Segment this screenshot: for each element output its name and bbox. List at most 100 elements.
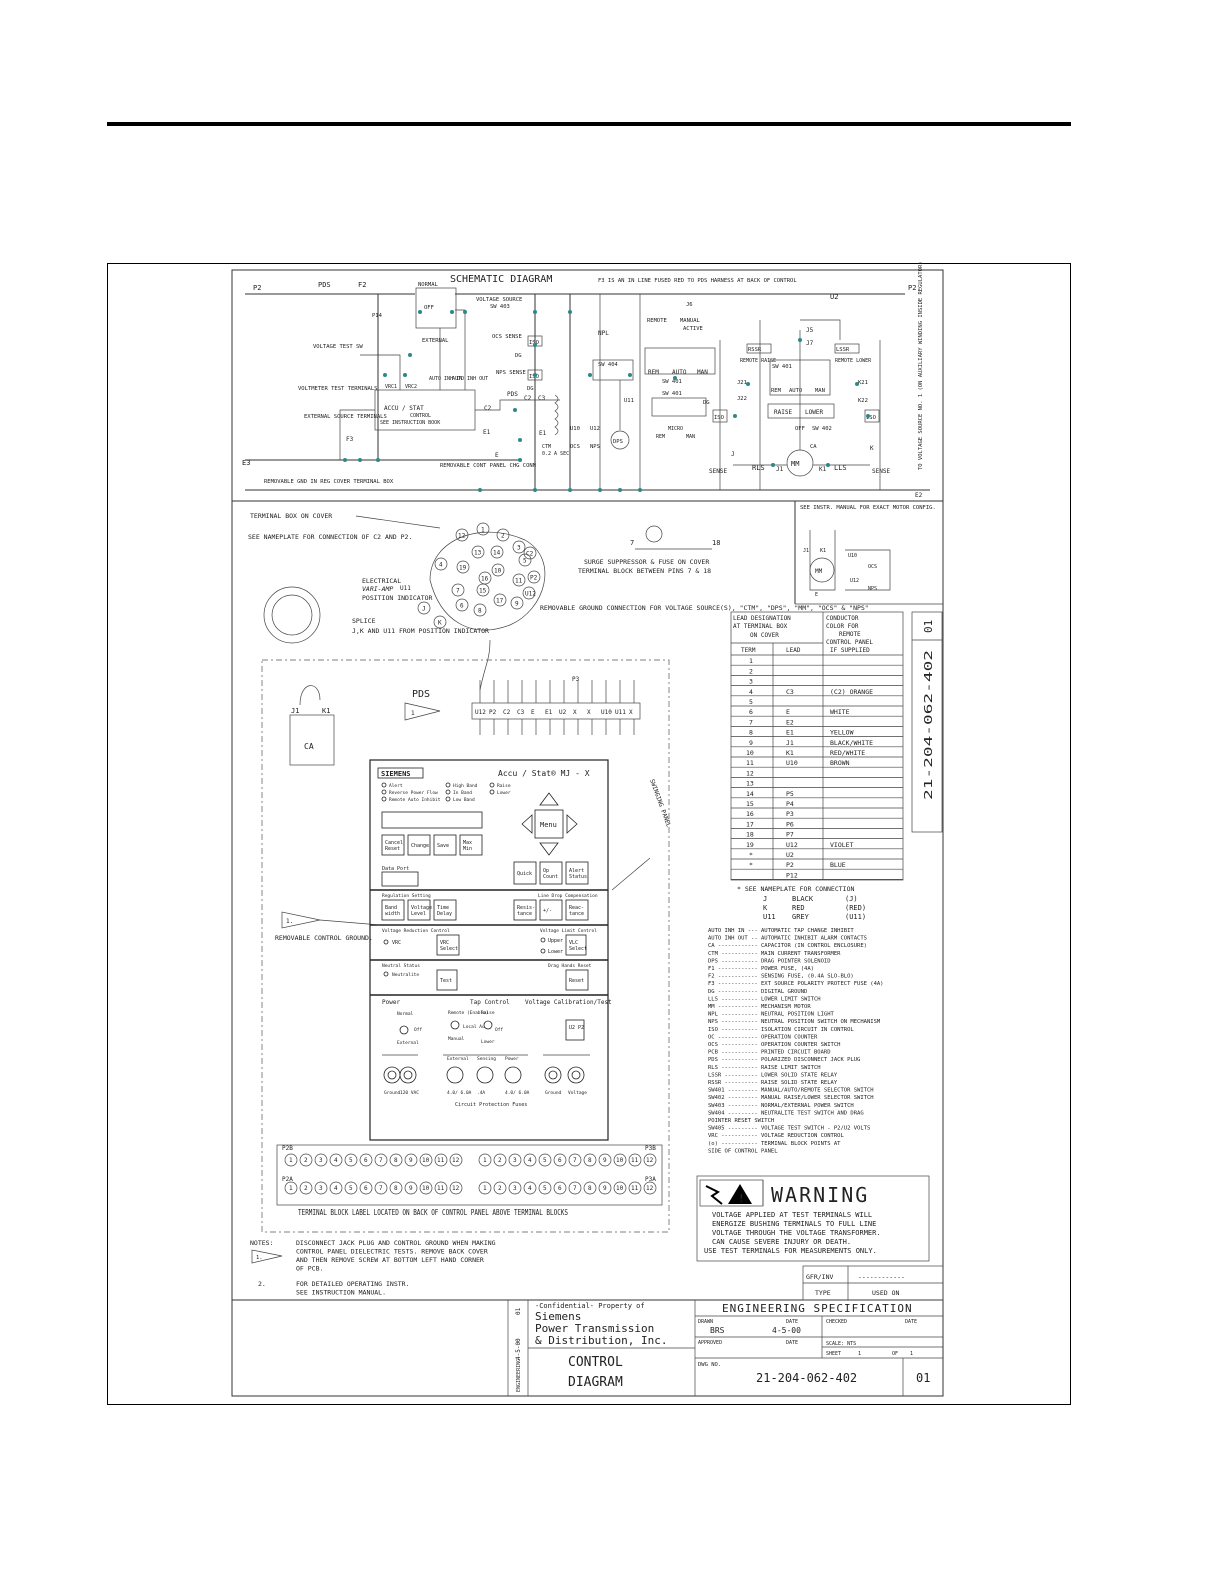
abbrev-line: AUTO INH IN --- AUTOMATIC TAP CHANGE INH… [708, 928, 854, 934]
svg-text:U12: U12 [786, 841, 798, 849]
svg-text:TERM: TERM [741, 647, 756, 654]
panel-key[interactable]: Resis-tance [513, 899, 537, 921]
svg-text:8: 8 [478, 608, 482, 615]
status-led: In Band [445, 789, 472, 796]
svg-text:5: 5 [543, 1185, 547, 1192]
svg-text:GREY: GREY [792, 913, 810, 921]
abbrev-line: OCS ----------- OPERATION COUNTER SWITCH [708, 1042, 840, 1048]
svg-text:3: 3 [513, 1157, 517, 1164]
svg-text:Alert: Alert [569, 868, 584, 874]
svg-text:6: 6 [749, 708, 753, 716]
table-row: *U2 [749, 851, 794, 859]
svg-text:VIOLET: VIOLET [830, 841, 854, 849]
svg-text:E2: E2 [786, 718, 794, 726]
svg-text:Line Drop Compensation: Line Drop Compensation [538, 893, 598, 899]
svg-text:J: J [422, 606, 426, 613]
svg-text:E3: E3 [242, 459, 250, 467]
panel-key[interactable]: Save [433, 834, 457, 856]
svg-text:Cancel: Cancel [385, 840, 403, 846]
svg-text:Upper: Upper [548, 938, 563, 944]
svg-text:ON COVER: ON COVER [750, 632, 779, 639]
svg-text:P2: P2 [253, 284, 261, 292]
svg-text:U2 P2: U2 P2 [569, 1025, 584, 1031]
terminal-point [643, 1181, 657, 1195]
svg-text:Circuit Protection Fuses: Circuit Protection Fuses [455, 1102, 527, 1108]
svg-text:Max: Max [463, 840, 472, 846]
svg-text:U12: U12 [475, 709, 486, 716]
panel-key[interactable]: Quick [513, 861, 537, 885]
panel-key[interactable]: Change [407, 834, 431, 856]
svg-text:P7: P7 [786, 831, 794, 839]
abbrev-line: SW403 --------- NORMAL/EXTERNAL POWER SW… [708, 1103, 854, 1109]
pds-terminal: X [629, 680, 635, 735]
svg-text:J7: J7 [806, 340, 814, 347]
abbreviation-list: AUTO INH IN --- AUTOMATIC TAP CHANGE INH… [708, 928, 884, 1154]
svg-text:U11: U11 [400, 585, 411, 592]
svg-text:P4: P4 [786, 800, 794, 808]
svg-text:DIAGRAM: DIAGRAM [568, 1375, 623, 1390]
panel-key[interactable]: Test [436, 969, 458, 991]
abbrev-line: (o) ----------- TERMINAL BLOCK POINTS AT [708, 1141, 841, 1147]
pds-terminal: X [573, 680, 579, 735]
svg-text:P3: P3 [786, 810, 794, 818]
pds-terminal: C3 [517, 680, 525, 735]
svg-text:01: 01 [515, 1307, 522, 1315]
svg-text:C3: C3 [538, 395, 546, 402]
svg-text:Off: Off [414, 1027, 422, 1033]
terminal-point [583, 1181, 597, 1195]
panel-key[interactable]: +/- [539, 899, 563, 921]
svg-text:GFR/INV: GFR/INV [806, 1273, 833, 1281]
terminal-point [583, 1153, 597, 1167]
terminal-point [523, 1181, 537, 1195]
top-rule [107, 122, 1071, 126]
svg-text:6: 6 [364, 1185, 368, 1192]
inner-border [231, 269, 944, 1397]
svg-text:P6: P6 [786, 820, 794, 828]
svg-text:18: 18 [712, 539, 720, 547]
drawing-frame [107, 263, 1071, 1405]
terminal-point [568, 1181, 582, 1195]
panel-key[interactable]: Reac-tance [565, 899, 589, 921]
svg-text:Power Transmission: Power Transmission [535, 1322, 654, 1335]
svg-text:12: 12 [458, 533, 466, 540]
svg-text:K: K [870, 445, 874, 452]
svg-text:Voltage: Voltage [411, 905, 432, 911]
svg-text:P5: P5 [786, 790, 794, 798]
svg-text:VRC1: VRC1 [385, 384, 397, 390]
abbrev-line: CA ------------ CAPACITOR (IN CONTROL EN… [708, 943, 867, 949]
svg-text:P2: P2 [786, 861, 794, 869]
terminal-box-pin: 1 [476, 522, 490, 536]
svg-text:7: 7 [630, 539, 634, 547]
panel-key[interactable]: Reset [565, 969, 589, 991]
svg-text:ISO: ISO [529, 340, 539, 346]
abbrev-line: F2 ------------ SENSING FUSE, (0.4A SLO-… [708, 974, 854, 980]
terminal-box-pin: 15 [476, 583, 490, 597]
svg-text:Power: Power [505, 1056, 519, 1062]
svg-text:ISO: ISO [529, 374, 539, 380]
svg-text:Alert: Alert [389, 783, 403, 789]
svg-text:DATE: DATE [786, 1340, 798, 1346]
svg-text:F3: F3 [346, 436, 354, 443]
test-jack: Voltage [567, 1066, 587, 1096]
terminal-point [598, 1153, 612, 1167]
svg-text:CONTROL PANEL DIELECTRIC TESTS: CONTROL PANEL DIELECTRIC TESTS. REMOVE B… [296, 1248, 488, 1256]
svg-text:C2: C2 [524, 395, 532, 402]
svg-text:16: 16 [746, 810, 754, 818]
svg-text:5: 5 [543, 1157, 547, 1164]
terminal-box-pin: 3 [512, 540, 526, 554]
svg-text:U2: U2 [559, 709, 567, 716]
